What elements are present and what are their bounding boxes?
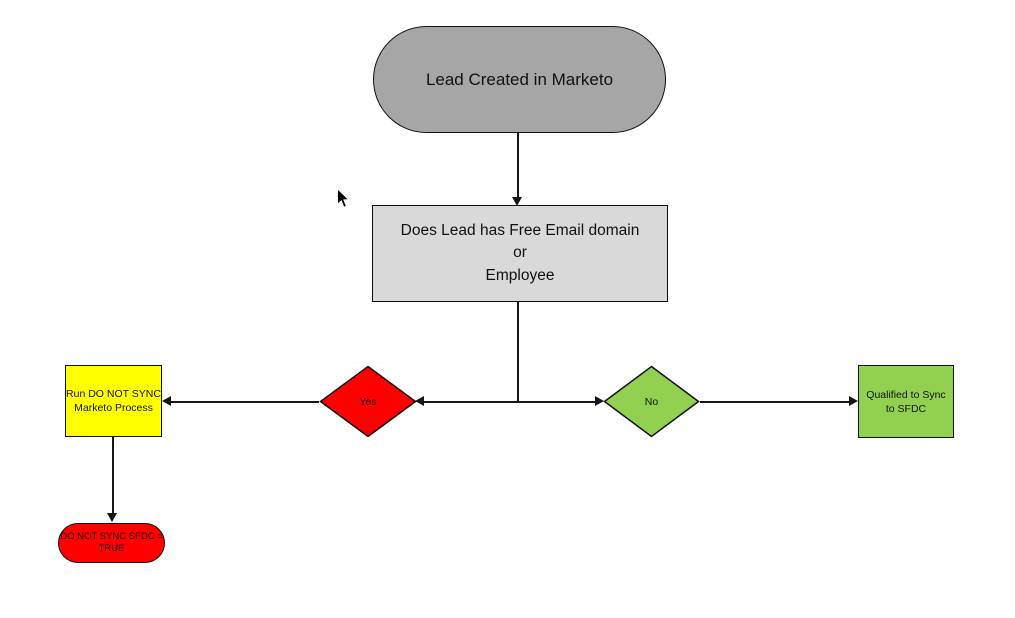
node-result-label-line2: to SFDC [885, 402, 927, 415]
node-process-label-line2: Marketo Process [74, 402, 153, 414]
edge-yes-to-process [171, 401, 319, 403]
node-yes-diamond[interactable]: Yes [319, 365, 417, 438]
node-decision-free-email-or-employee[interactable]: Does Lead has Free Email domain or Emplo… [372, 205, 668, 302]
node-decision-label-line2: or [513, 244, 527, 262]
node-start-label: Lead Created in Marketo [425, 69, 614, 89]
node-terminator-label-line2: TRUE [98, 543, 125, 554]
edge-branch-to-yes-arrowhead [415, 396, 424, 406]
node-decision-label-line3: Employee [485, 266, 555, 284]
edge-branch-horizontal [424, 401, 597, 403]
yes-diamond-shape [319, 365, 417, 438]
node-start-lead-created[interactable]: Lead Created in Marketo [373, 26, 666, 133]
node-terminator-do-not-sync-true[interactable]: DO NOT SYNC SFDC = TRUE [58, 523, 165, 563]
edge-process-to-terminator [112, 437, 114, 514]
node-result-label-line1: Qualified to Sync [866, 388, 946, 401]
edge-branch-to-no-arrowhead [595, 396, 604, 406]
no-diamond-shape [603, 365, 700, 438]
edge-decision-to-branch [517, 302, 519, 402]
edge-no-to-result [700, 401, 849, 403]
edge-yes-to-process-arrowhead [162, 396, 171, 406]
edge-process-to-terminator-arrowhead [107, 513, 117, 522]
node-no-diamond[interactable]: No [603, 365, 700, 438]
node-decision-label-line1: Does Lead has Free Email domain [400, 221, 640, 239]
edge-no-to-result-arrowhead [849, 396, 858, 406]
mouse-pointer-icon [336, 187, 351, 215]
node-yes-label: Yes [359, 395, 377, 408]
edge-start-to-decision-arrowhead [512, 197, 522, 206]
node-no-label: No [644, 395, 659, 408]
node-process-label-line1: Run DO NOT SYNC [66, 388, 161, 400]
node-result-qualified-to-sync[interactable]: Qualified to Sync to SFDC [858, 365, 954, 438]
node-process-do-not-sync[interactable]: Run DO NOT SYNC Marketo Process [65, 365, 162, 437]
edge-start-to-decision [517, 133, 519, 198]
node-terminator-label-line1: DO NOT SYNC SFDC = [60, 531, 163, 542]
